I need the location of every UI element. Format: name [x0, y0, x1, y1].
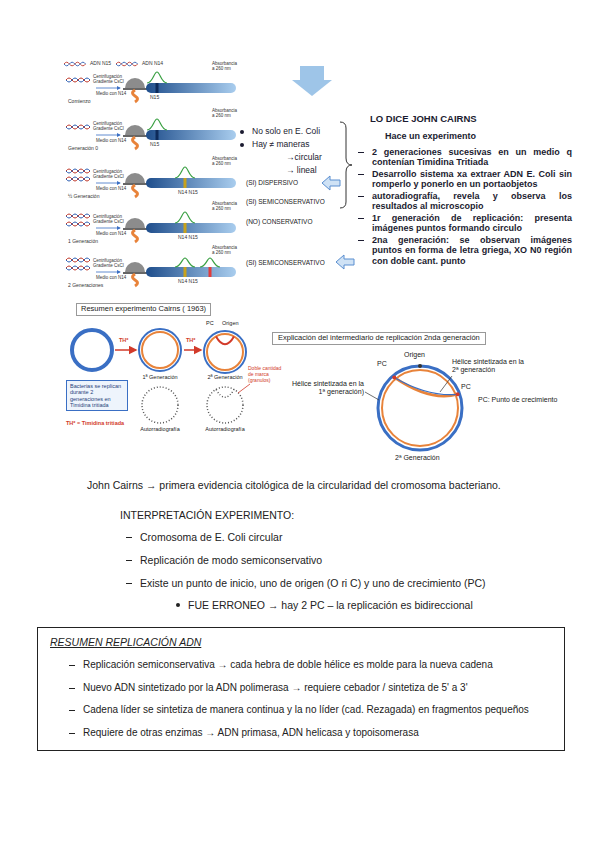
point-label: Origen	[222, 320, 239, 326]
band-label: N14 N15	[178, 190, 198, 196]
medium-label: Medio con N14	[96, 275, 126, 280]
key-note: TH* = Timidina tritiada	[66, 420, 124, 426]
band-label: N15	[150, 142, 159, 148]
step-label: Centrifugación Gradiente CsCl	[93, 214, 125, 224]
medium-label: Medio con N14	[96, 186, 126, 191]
note-item: → lineal	[286, 166, 317, 176]
strand-label: ADN N15	[90, 61, 111, 67]
step-label: Centrifugación Gradiente CsCl	[93, 169, 125, 179]
note-item: Desarrollo sistema xa extraer ADN E. Col…	[372, 169, 572, 190]
medium-label: Medio con N14	[96, 231, 126, 236]
generation-label: 1ª Generación	[135, 374, 185, 380]
note-item: 2na generación: se observan imágenes pun…	[372, 235, 572, 266]
note-item: →circular	[286, 153, 322, 163]
axis-label: Absorbancia a 260 nm	[212, 245, 240, 255]
model-verdict: (NO) CONSERVATIVO	[246, 218, 312, 225]
point-label: PC	[377, 360, 387, 368]
list-item: Replicación de modo semiconservativo	[140, 554, 580, 566]
box-text: Resumen experimento Cairns ( 1963)	[81, 305, 206, 314]
model-verdict: (SI) DISPERSIVO	[246, 179, 298, 186]
band-label: N14 N15	[178, 235, 198, 241]
note-item: autoradiografía, revela y observa los re…	[372, 191, 572, 212]
title-box: Explicación del intermediario de replica…	[272, 332, 486, 345]
list-item: Requiere de otras enzimas → ADN primasa,…	[83, 727, 552, 739]
model-verdict: (SI) SEMICONSERVATIVO	[246, 198, 325, 205]
note-item: No solo en E. Coli	[252, 127, 320, 137]
body-text: John Cairns → primera evidencia citológi…	[87, 479, 582, 491]
section-heading: INTERPRETACIÓN EXPERIMENTO:	[120, 509, 294, 521]
point-label: PC	[206, 320, 214, 326]
box-text: Bacterias se replican durante 2 generaci…	[70, 383, 124, 408]
key-note: PC: Punto de crecimiento	[478, 396, 557, 404]
callout-note: Doble cantidad de marca (granulos)	[248, 366, 282, 383]
axis-label: Absorbancia a 260 nm	[212, 108, 240, 118]
medium-label: Medio con N14	[96, 138, 126, 143]
note-heading: LO DICE JOHN CAIRNS	[370, 114, 477, 125]
list-item: Nuevo ADN sintetizado por la ADN polimer…	[83, 682, 552, 694]
point-label: Origen	[404, 351, 425, 359]
image-label: Autorradiografía	[135, 426, 185, 432]
reagent-label: TH*	[186, 337, 195, 343]
summary-box: RESUMEN REPLICACIÓN ADN Replicación semic…	[37, 627, 565, 751]
box-text: Explicación del intermediario de replica…	[278, 334, 480, 343]
point-label: PC	[461, 383, 471, 391]
step-label: Centrifugación Gradiente CsCl	[93, 74, 125, 84]
axis-label: Absorbancia a 260 nm	[212, 156, 240, 166]
strand-label: ADN N14	[142, 61, 163, 67]
generation-label: Comienzo	[68, 99, 91, 105]
step-label: Centrifugación Gradiente CsCl	[93, 121, 125, 131]
list-item: FUE ERRONEO → hay 2 PC – la replicación …	[188, 599, 578, 611]
note-item: Hace un experimento	[385, 131, 476, 141]
generation-label: 2ª Generación	[395, 454, 440, 462]
image-label: Autorradiografía	[200, 426, 250, 432]
axis-label: Absorbancia a 260 nm	[212, 201, 240, 211]
generation-label: 1 Generación	[68, 239, 98, 245]
step-label: Centrifugación Gradiente CsCl	[93, 258, 125, 268]
note-item: 1r generación de replicación: presenta i…	[372, 213, 572, 234]
model-verdict: (SI) SEMICONSERVATIVO	[246, 259, 325, 266]
list-item: Replicación semiconservativa → cada hebr…	[83, 659, 552, 671]
note-box: Bacterias se replican durante 2 generaci…	[66, 380, 128, 411]
medium-label: Medio con N14	[96, 91, 126, 96]
list-item: Existe un punto de inicio, uno de origen…	[140, 577, 580, 589]
axis-label: Absorbancia a 260 nm	[212, 61, 240, 71]
generation-label: 2 Generaciones	[68, 283, 103, 289]
generation-label: Generación 0	[68, 146, 98, 152]
strand-label: Hélice sintetizada en la 2ª generación	[452, 358, 530, 374]
strand-label: Hélice sintetizada en la 1ª generación)	[290, 380, 364, 396]
title-box: Resumen experimento Cairns ( 1963)	[76, 303, 211, 316]
list-item: Cadena líder se sintetiza de manera cont…	[83, 704, 552, 716]
reagent-label: TH*	[119, 337, 128, 343]
note-item: 2 generaciones sucesivas en un medio q c…	[372, 147, 572, 168]
list-item: Cromosoma de E. Coli circular	[140, 531, 580, 543]
band-label: N15	[150, 95, 159, 101]
generation-label: 2ª Generación	[200, 374, 250, 380]
generation-label: ½ Generación	[68, 194, 99, 200]
band-label: N14 N15	[178, 279, 198, 285]
note-item: Hay ≠ maneras	[252, 140, 310, 150]
box-text: RESUMEN REPLICACIÓN ADN	[50, 636, 552, 648]
